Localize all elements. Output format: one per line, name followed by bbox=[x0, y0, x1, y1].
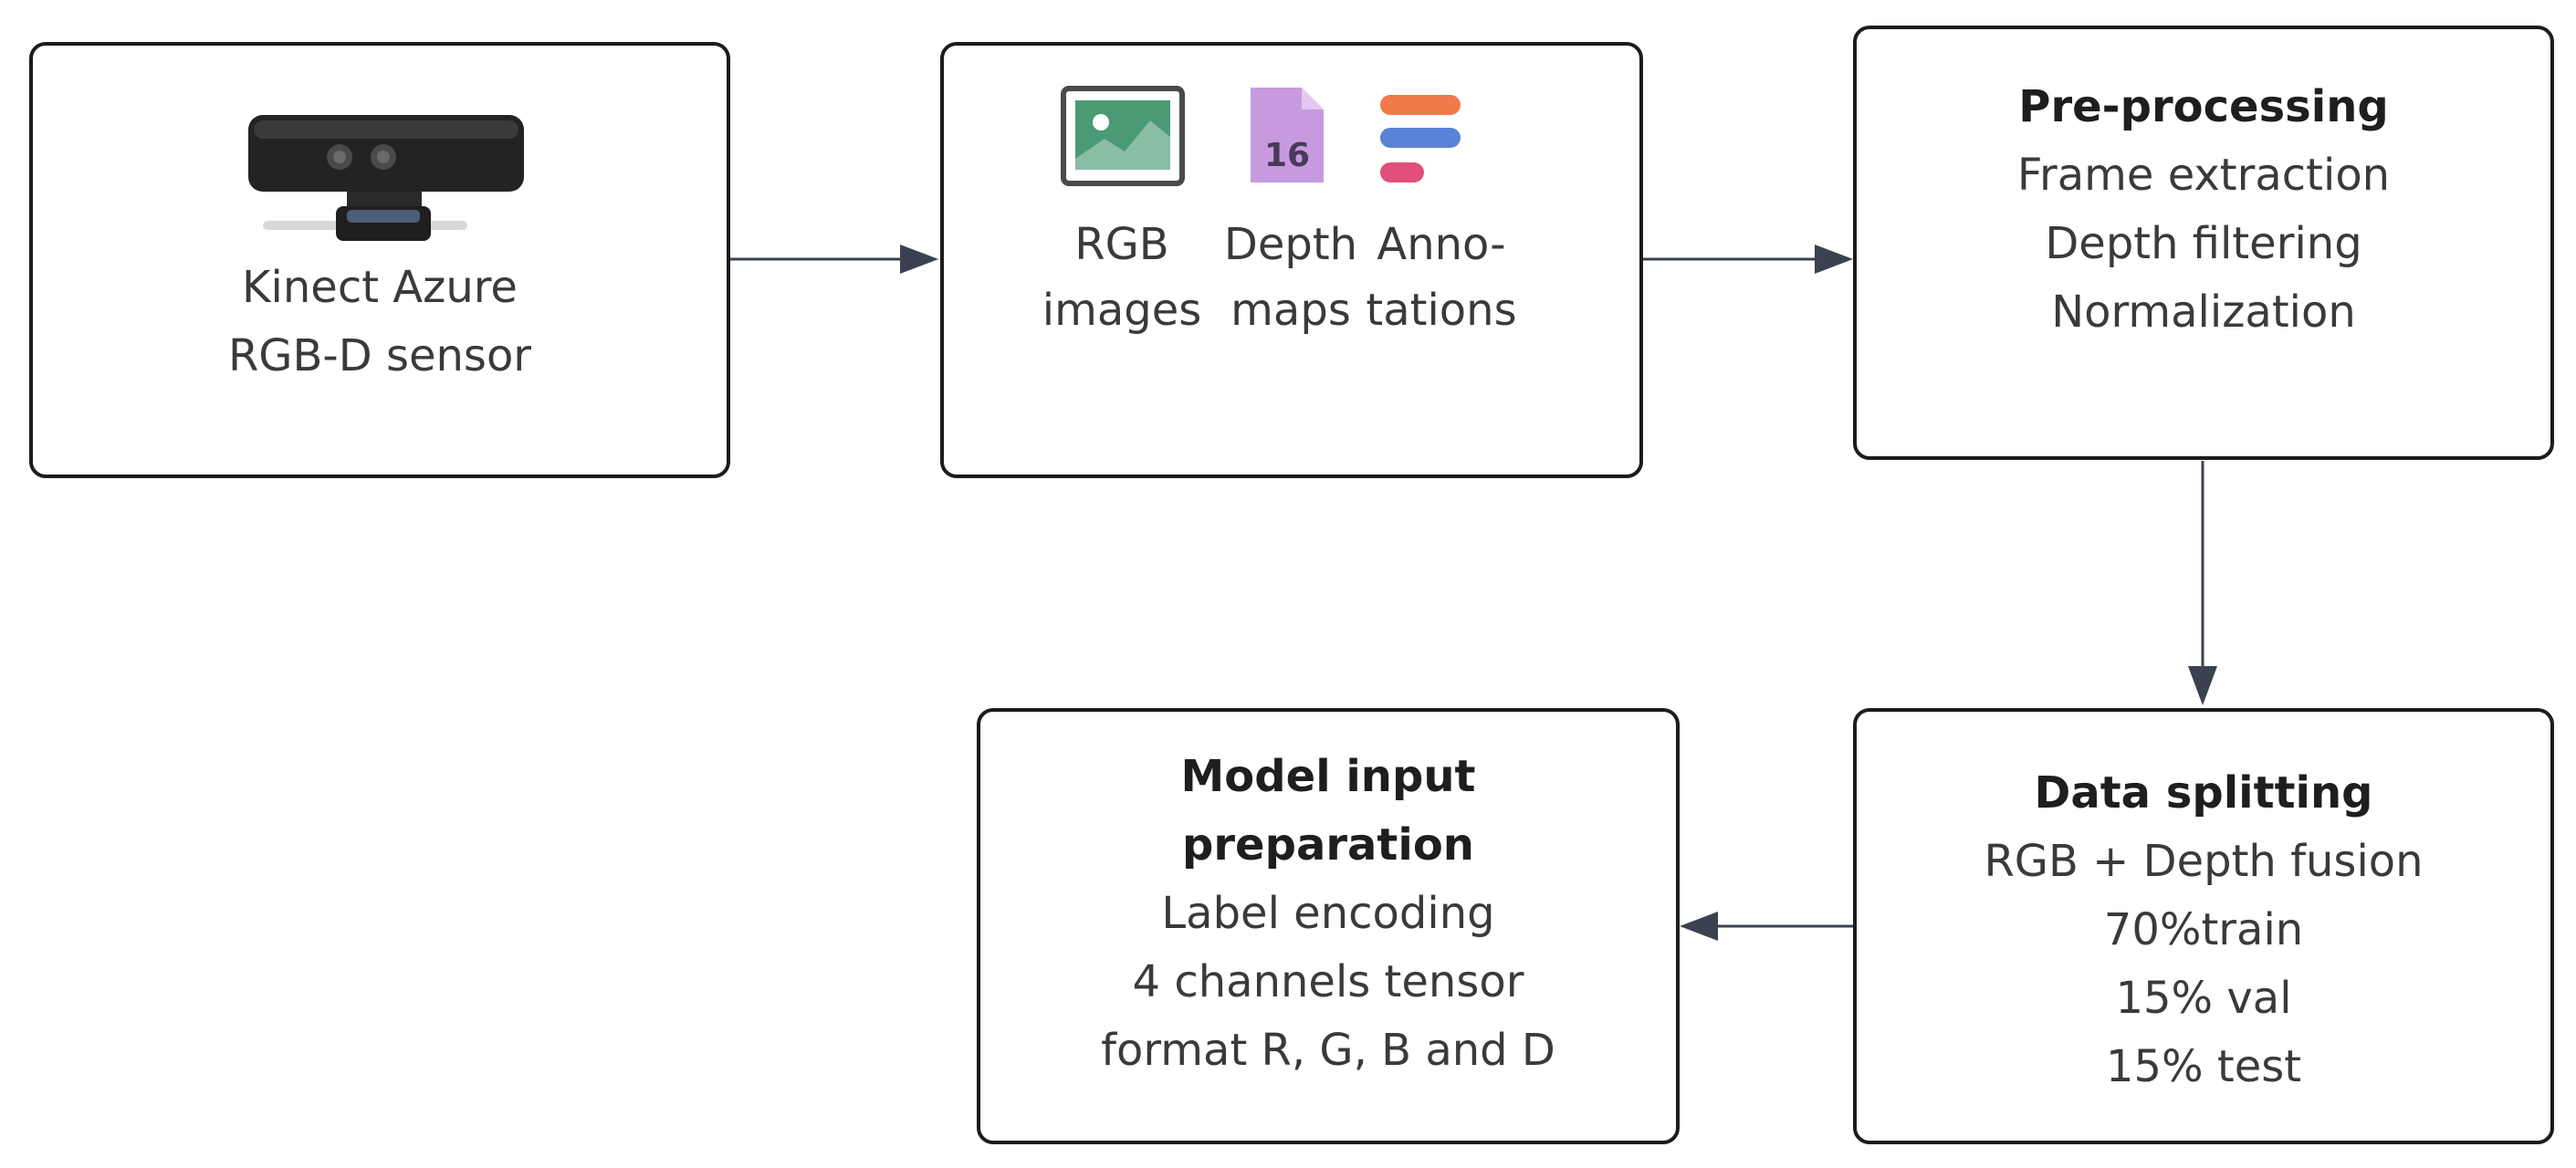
arrowhead-data-to-preprocessing bbox=[1815, 245, 1853, 274]
rgb-label-1: RGB bbox=[1074, 219, 1169, 270]
preprocessing-step-2: Depth filtering bbox=[2045, 218, 2362, 269]
model-input-title-2: preparation bbox=[1182, 819, 1474, 871]
depth-file-icon: 16 bbox=[1251, 88, 1324, 182]
splitting-line-2: 70%train bbox=[2103, 904, 2304, 955]
image-icon bbox=[1061, 86, 1185, 186]
splitting-line-1: RGB + Depth fusion bbox=[1984, 836, 2424, 887]
splitting-box: Data splitting RGB + Depth fusion 70%tra… bbox=[1853, 708, 2554, 1144]
preprocessing-step-1: Frame extraction bbox=[2016, 150, 2391, 201]
annotations-label-1: Anno- bbox=[1377, 219, 1506, 270]
model-input-line-3: format R, G, B and D bbox=[1101, 1025, 1555, 1076]
arrowhead-splitting-to-model bbox=[1680, 912, 1718, 941]
splitting-title: Data splitting bbox=[2034, 767, 2373, 819]
model-input-box: Model input preparation Label encoding 4… bbox=[977, 708, 1680, 1144]
preprocessing-title: Pre-processing bbox=[2018, 81, 2389, 132]
model-input-line-1: Label encoding bbox=[1161, 888, 1495, 939]
splitting-line-3: 15% val bbox=[2115, 973, 2292, 1024]
depth-file-badge: 16 bbox=[1264, 137, 1310, 174]
annotations-label-2: tations bbox=[1366, 285, 1517, 336]
preprocessing-step-3: Normalization bbox=[2051, 287, 2356, 338]
kinect-camera-icon bbox=[248, 115, 524, 241]
model-input-line-2: 4 channels tensor bbox=[1132, 956, 1524, 1007]
sensor-line-1: Kinect Azure bbox=[242, 262, 518, 313]
splitting-line-4: 15% test bbox=[2105, 1041, 2302, 1092]
sensor-box: Kinect Azure RGB-D sensor bbox=[29, 42, 730, 478]
arrowhead-preprocessing-to-splitting bbox=[2188, 666, 2217, 705]
arrowhead-sensor-to-data bbox=[900, 245, 938, 274]
preprocessing-box: Pre-processing Frame extraction Depth fi… bbox=[1853, 26, 2554, 460]
data-box: 16 RGB images Depth maps Anno- tations bbox=[940, 42, 1643, 478]
annotation-icon bbox=[1380, 95, 1461, 182]
sensor-line-2: RGB-D sensor bbox=[227, 330, 532, 381]
model-input-title-1: Model input bbox=[1180, 751, 1476, 802]
depth-label-1: Depth bbox=[1223, 219, 1358, 270]
rgb-label-2: images bbox=[1042, 285, 1202, 336]
depth-label-2: maps bbox=[1230, 285, 1351, 336]
